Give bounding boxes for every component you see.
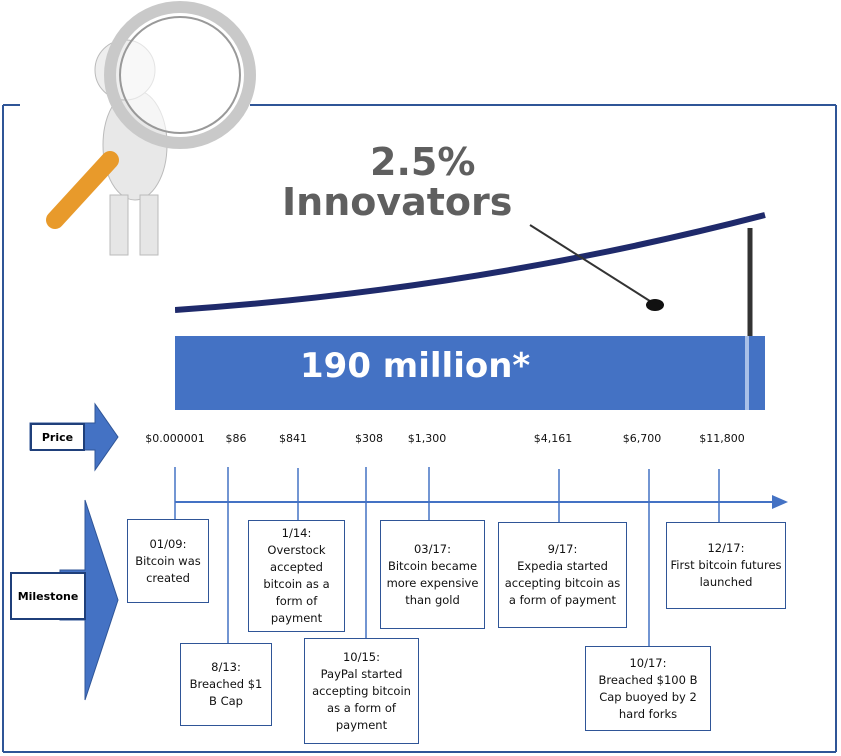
price-value: $841 [279, 432, 307, 445]
milestone-text: Breached $1 B Cap [189, 677, 263, 708]
milestone-label: Milestone [10, 572, 86, 620]
milestone-text: Bitcoin was created [135, 553, 201, 585]
milestone-box: 03/17: Bitcoin became more expensive than… [380, 520, 485, 629]
adoption-curve [175, 212, 766, 340]
milestone-text: Expedia started accepting bitcoin as a f… [504, 559, 621, 607]
milestone-date: 9/17: [547, 542, 578, 556]
adoption-group-label: Innovators [282, 180, 513, 224]
price-value: $11,800 [699, 432, 745, 445]
milestone-arrow-icon [59, 499, 119, 701]
milestone-date: 01/09: [149, 536, 187, 551]
milestone-text: First bitcoin futures launched [670, 558, 782, 589]
milestone-box: 01/09: Bitcoin was created [127, 519, 209, 603]
price-value: $0.000001 [145, 432, 205, 445]
price-value: $1,300 [407, 432, 447, 445]
milestone-date: 03/17: [413, 541, 451, 556]
population-bar: 190 million* [175, 336, 765, 410]
milestone-date: 12/17: [707, 541, 745, 555]
population-label: 190 million* [300, 346, 531, 386]
adoption-percent: 2.5% [370, 140, 476, 184]
milestone-text: PayPal started accepting bitcoin as a fo… [312, 666, 411, 732]
milestone-box: 9/17: Expedia started accepting bitcoin a… [498, 522, 627, 628]
milestone-box: 10/17: Breached $100 B Cap buoyed by 2 ha… [585, 646, 711, 731]
milestone-date: 10/17: [629, 655, 667, 670]
milestone-box: 10/15: PayPal started accepting bitcoin a… [304, 638, 419, 744]
price-value: $308 [355, 432, 383, 445]
price-label: Price [30, 423, 85, 451]
milestone-box: 12/17: First bitcoin futures launched [666, 522, 786, 609]
milestone-text: Bitcoin became more expensive than gold [386, 558, 479, 607]
milestone-date: 10/15: [342, 649, 380, 664]
price-value: $6,700 [622, 432, 662, 445]
magnifier-figure-icon [46, 1, 256, 256]
price-value: $86 [225, 432, 247, 445]
milestone-date: 8/13: [211, 660, 241, 674]
milestone-text: Overstock accepted bitcoin as a form of … [263, 543, 330, 625]
price-value: $4,161 [533, 432, 573, 445]
milestone-box: 8/13: Breached $1 B Cap [180, 643, 272, 726]
milestone-date: 1/14: [281, 526, 312, 540]
milestone-text: Breached $100 B Cap buoyed by 2 hard for… [598, 672, 698, 721]
milestone-box: 1/14: Overstock accepted bitcoin as a for… [248, 520, 345, 632]
